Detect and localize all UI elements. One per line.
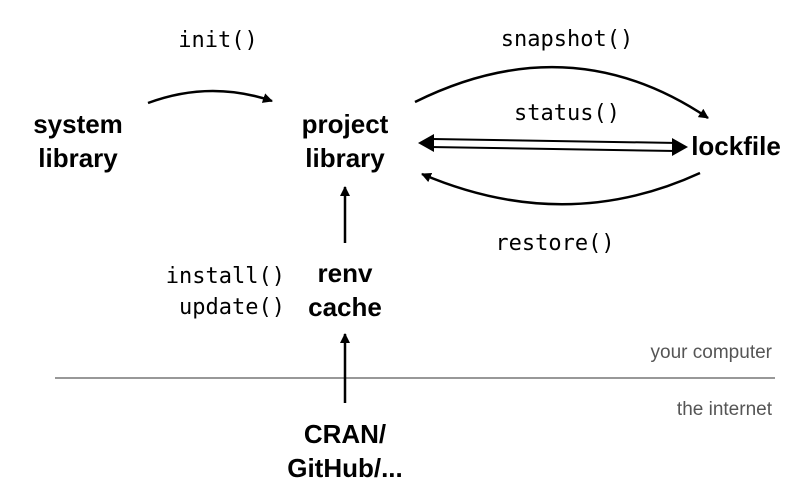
init-arrow xyxy=(147,89,273,105)
restore-arrow xyxy=(421,171,701,206)
lockfile-label: lockfile xyxy=(691,131,781,161)
status-label: status() xyxy=(514,101,620,126)
init-label: init() xyxy=(178,28,257,53)
install-label: install() xyxy=(166,264,285,289)
status-arrowhead-right xyxy=(672,138,688,156)
snapshot-arrow xyxy=(414,65,709,120)
system-library-label-line2: library xyxy=(38,143,118,173)
system-library-label-line1: system xyxy=(33,109,123,139)
update-label: update() xyxy=(179,295,285,320)
restore-label: restore() xyxy=(495,231,614,256)
cran-label-line2: GitHub/... xyxy=(287,453,403,483)
status-arrowhead-left xyxy=(418,134,434,152)
project-library-label-line1: project xyxy=(302,109,389,139)
your-computer-label: your computer xyxy=(651,342,773,363)
renv-cache-label-line1: renv xyxy=(318,258,373,288)
status-arrow-line-top xyxy=(431,138,679,144)
renv-cache-label-line2: cache xyxy=(308,292,382,322)
project-library-label-line2: library xyxy=(305,143,385,173)
cran-label-line1: CRAN/ xyxy=(304,419,386,449)
snapshot-label: snapshot() xyxy=(501,27,633,52)
the-internet-label: the internet xyxy=(677,399,773,420)
status-arrow-line-bottom xyxy=(429,146,677,152)
